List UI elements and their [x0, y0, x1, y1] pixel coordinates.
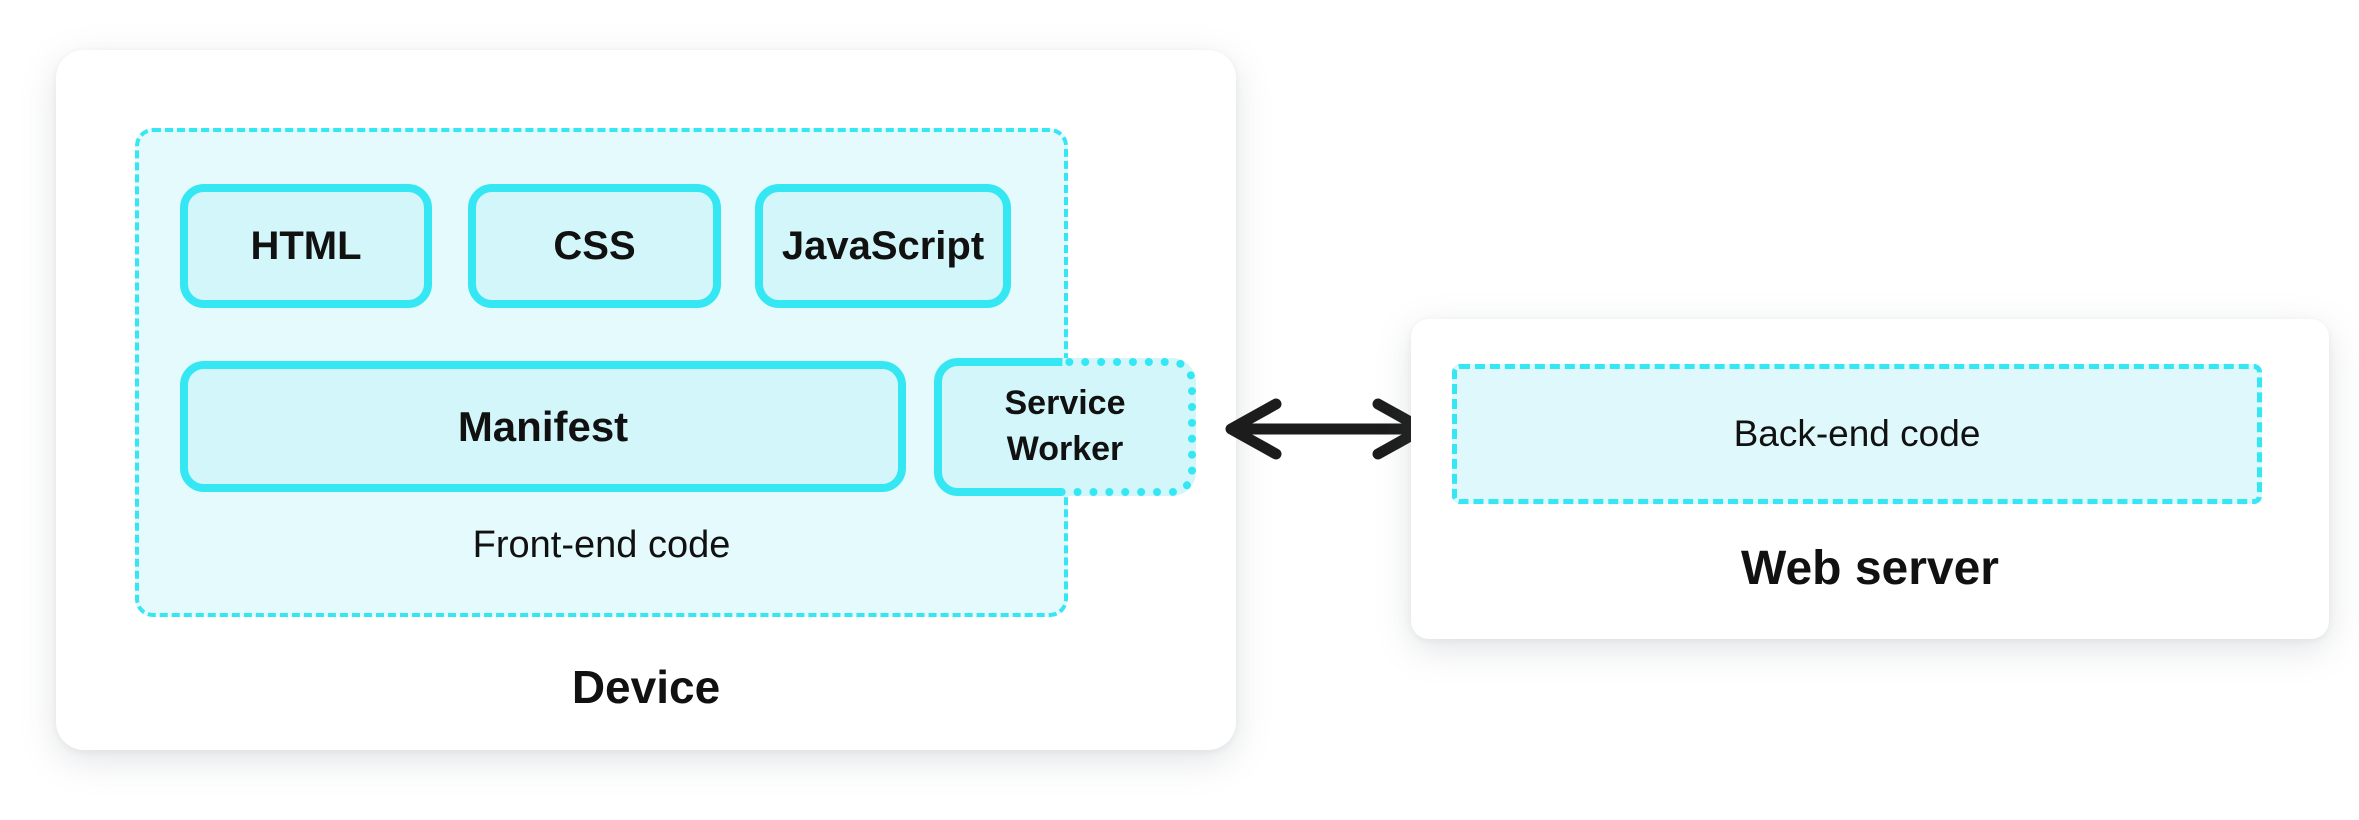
service-worker-box: Service Worker: [934, 358, 1196, 496]
frontend-code-label: Front-end code: [472, 524, 731, 566]
css-box-label: CSS: [553, 223, 636, 268]
bidirectional-arrow-icon: [1225, 398, 1429, 460]
backend-code-label: Back-end code: [1733, 413, 1981, 454]
backend-code-box: Back-end code: [1452, 364, 2262, 504]
web-server-card: Back-end code Web server: [1411, 319, 2329, 639]
web-server-label: Web server: [1741, 542, 1999, 595]
manifest-box: Manifest: [180, 361, 906, 492]
device-card: HTML CSS JavaScript Manifest Service Wor…: [56, 50, 1236, 750]
html-box-label: HTML: [250, 223, 362, 268]
css-box: CSS: [468, 184, 721, 308]
frontend-code-container: HTML CSS JavaScript Manifest Service Wor…: [135, 128, 1196, 617]
device-label: Device: [571, 661, 721, 713]
manifest-box-label: Manifest: [457, 402, 629, 450]
javascript-box-label: JavaScript: [781, 223, 985, 268]
service-worker-label: Service Worker: [1004, 384, 1126, 468]
javascript-box: JavaScript: [755, 184, 1011, 308]
html-box: HTML: [180, 184, 432, 308]
